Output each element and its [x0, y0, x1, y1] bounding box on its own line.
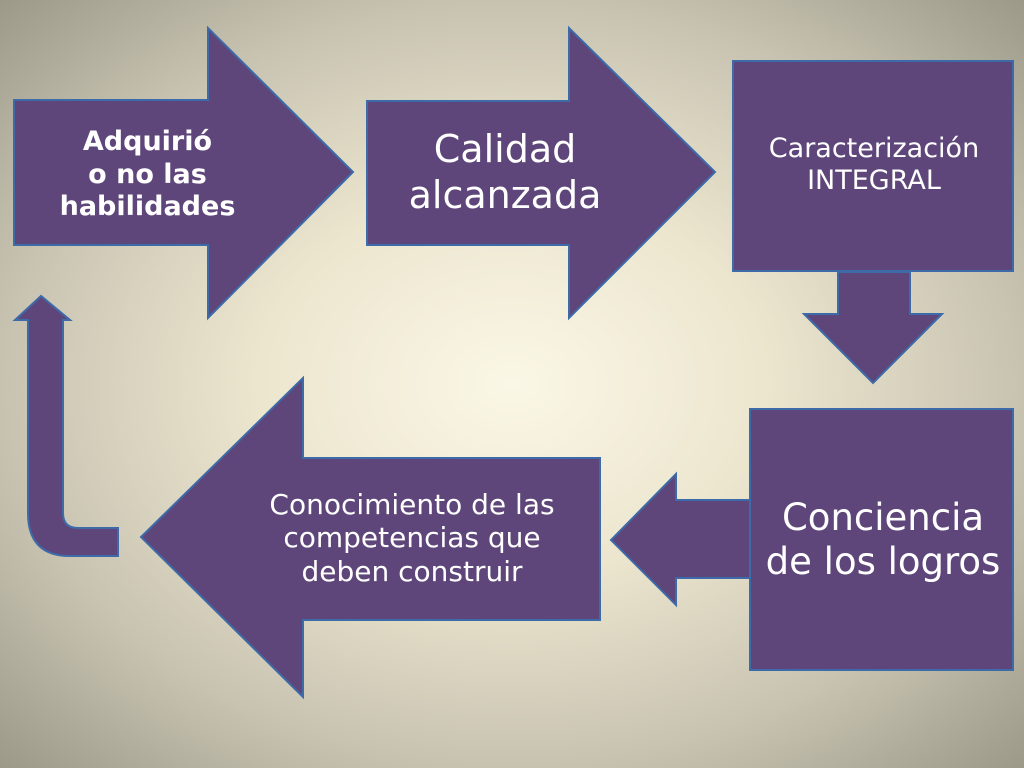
- node-caracterizacion-box-shape: [732, 60, 1014, 272]
- node-conciencia-box-shape: [749, 408, 1014, 671]
- down-connector-arrow: [801, 271, 945, 385]
- node-calidad-arrow-shape: [366, 25, 717, 321]
- return-connector-arrow: [12, 294, 119, 557]
- left-connector-arrow: [609, 471, 751, 608]
- node-conocimiento-arrow-shape: [139, 375, 601, 700]
- node-adquirio-arrow-shape: [13, 25, 355, 321]
